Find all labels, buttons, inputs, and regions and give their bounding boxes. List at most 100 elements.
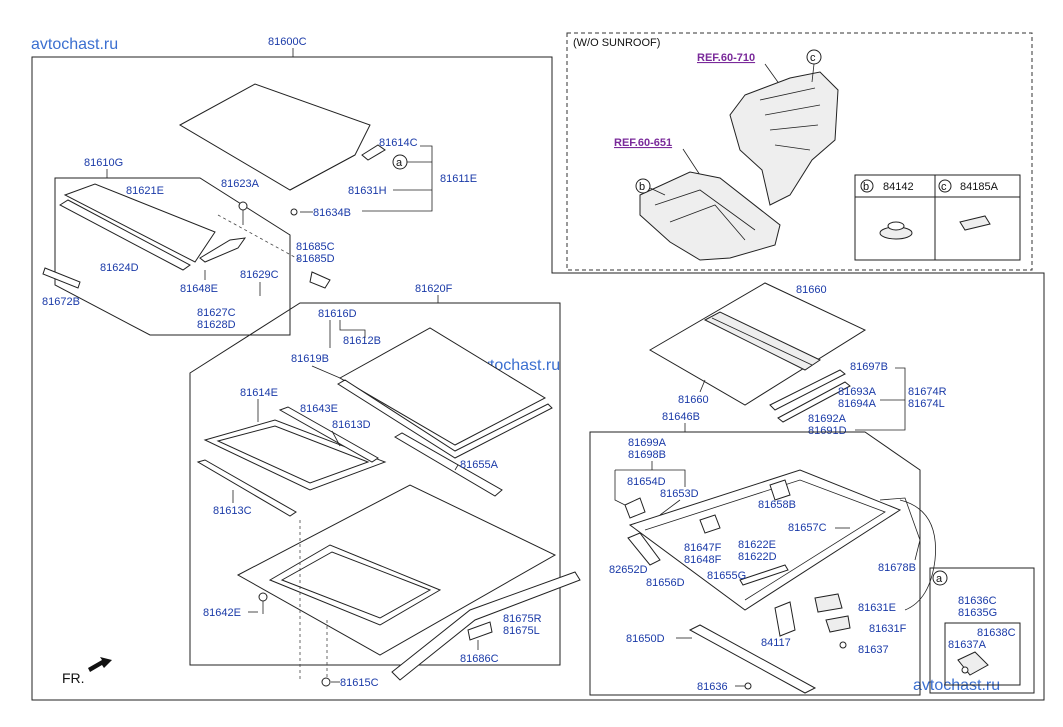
label-81615C: 81615C [340,677,379,689]
block-81658B [769,479,791,501]
callout-a: a [396,157,403,169]
label-81631H: 81631H [348,185,387,197]
pad-84117 [774,601,796,637]
label-81636: 81636 [697,681,728,693]
label-81611E: 81611E [440,173,477,185]
label-81627C: 81627C [197,307,236,319]
sunroof-glass-seal [337,379,553,459]
label-81699A: 81699A [628,437,667,449]
subframe-81620F [189,302,561,666]
assembly-frame-81600C [31,56,1045,701]
motor-81631E [814,593,843,613]
motor-81631F [825,615,851,633]
label-81650D: 81650D [626,633,665,645]
bracket-81627C [199,237,247,263]
inset-without-sunroof: (W/O SUNROOF) REF.60-710 REF.60-651 c b … [566,32,1033,271]
label-81614C: 81614C [379,137,418,149]
strip-81672B [42,267,81,289]
link-82652D [627,532,661,566]
sunroof-mechanism-frame [628,469,902,611]
watermark-top-left: avtochast.ru [31,36,118,53]
label-81642E: 81642E [203,607,241,619]
ref-60-651: REF.60-651 [614,137,672,149]
bolt-81642E-icon [258,592,268,602]
trim-81621E [63,183,216,263]
label-81621E: 81621E [126,185,164,197]
label-81674R: 81674R [908,386,947,398]
inset-title: (W/O SUNROOF) [573,37,660,49]
clip-81623A-icon [238,201,248,211]
label-81614E: 81614E [240,387,278,399]
hinge-81614C [361,144,386,161]
roof-panel-top [178,83,371,191]
label-81613D: 81613D [332,419,371,431]
label-81674L: 81674L [908,398,945,410]
clip-81685C [309,271,331,289]
strip-81613C [196,459,297,517]
sunroof-glass-81612B [338,327,547,446]
label-81692A: 81692A [808,413,847,425]
label-81637: 81637 [858,644,889,656]
inset-a-part-3: 81638C [977,627,1016,639]
label-81629C: 81629C [240,269,279,281]
label-84117: 84117 [761,637,791,649]
subframe-81646B [589,431,921,696]
bracket-81654D [624,497,646,519]
label-81654D: 81654D [627,476,666,488]
label-81647F: 81647F [684,542,722,554]
label-81685D: 81685D [296,253,335,265]
subframe-81610G [54,177,291,336]
label-81656D: 81656D [646,577,685,589]
label-81648E: 81648E [180,283,218,295]
label-81660-top: 81660 [796,284,827,296]
label-81622E: 81622E [738,539,776,551]
label-81675L: 81675L [503,625,540,637]
inset-a-letter: a [936,573,943,585]
label-81634B: 81634B [313,207,351,219]
inset-detail-a: a 81636C 81635G 81638C 81637A [929,567,1035,694]
front-rail-81650D [688,624,817,694]
label-81657C: 81657C [788,522,827,534]
block-81647F [699,514,721,534]
label-82652D: 82652D [609,564,648,576]
callout-b: b [639,181,645,193]
label-81623A: 81623A [221,178,260,190]
trim-81624D [58,199,191,271]
label-81660-bottom: 81660 [678,394,709,406]
label-81628D: 81628D [197,319,236,331]
label-81675R: 81675R [503,613,542,625]
table-b-letter: b [863,181,869,193]
pad-84185A-icon [959,215,991,231]
roof-rail-81675R [391,571,581,681]
label-81672B: 81672B [42,296,80,308]
label-81697B: 81697B [850,361,888,373]
label-81691D: 81691D [808,425,847,437]
label-81646B: 81646B [662,411,700,423]
clip-81615C-icon [321,677,331,687]
front-indicator-label: FR. [62,670,85,686]
label-81600C: 81600C [268,36,307,48]
ref-60-710: REF.60-710 [697,52,755,64]
label-81619B: 81619B [291,353,329,365]
label-81686C: 81686C [460,653,499,665]
rear-pillar-panel [729,71,839,206]
label-81643E: 81643E [300,403,338,415]
label-81631E: 81631E [858,602,896,614]
strip-81643E [278,406,379,463]
deflector-81655A [394,432,503,497]
table-c-letter: c [941,181,947,193]
label-81612B: 81612B [343,335,381,347]
label-81620F: 81620F [415,283,453,295]
label-81624D: 81624D [100,262,139,274]
label-81622D: 81622D [738,551,777,563]
label-81694A: 81694A [838,398,877,410]
roof-inner-panel [236,484,557,656]
label-81685C: 81685C [296,241,335,253]
bolt-81636-icon [744,682,752,690]
label-81655A: 81655A [460,459,499,471]
slide-81655G [739,564,789,586]
label-81613C: 81613C [213,505,252,517]
clip-81634B-icon [290,208,298,216]
inset-a-part-2: 81635G [958,607,997,619]
